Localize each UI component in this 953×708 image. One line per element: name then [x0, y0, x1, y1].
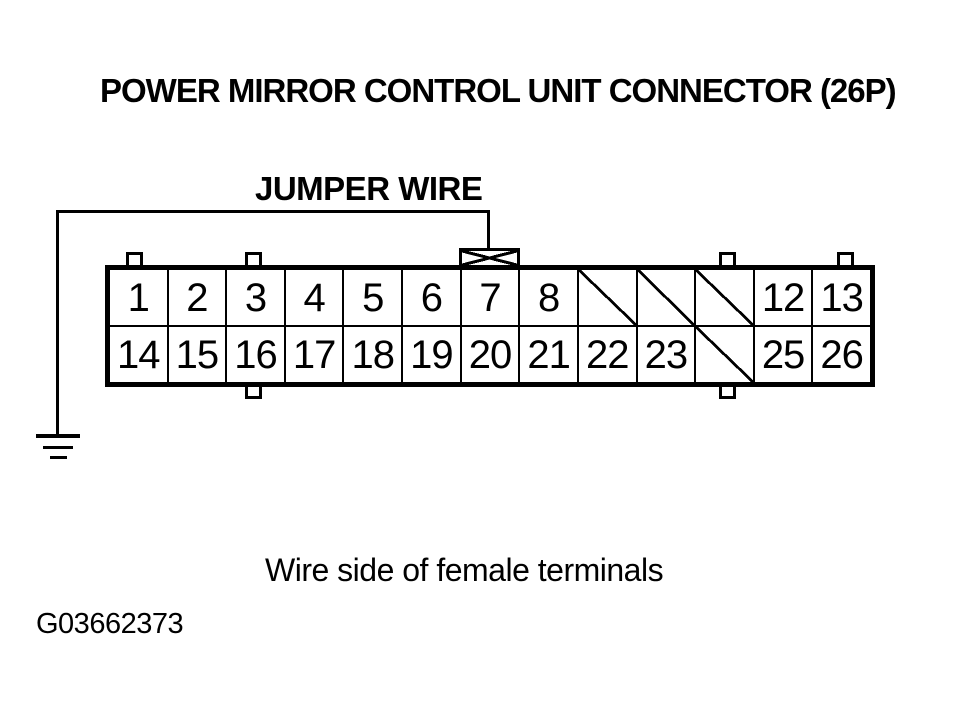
- jumper-wire-label: JUMPER WIRE: [255, 170, 483, 207]
- connector-cell-17: 17: [284, 326, 344, 383]
- connector-cell-3: 3: [226, 269, 285, 326]
- connector-cell-15: 15: [167, 326, 227, 383]
- ground-icon: [36, 434, 80, 438]
- connector-cell-8: 8: [519, 269, 578, 326]
- connector-cell-blocked: [695, 326, 754, 383]
- connector-cell-blocked: [577, 269, 637, 326]
- page-title: POWER MIRROR CONTROL UNIT CONNECTOR (26P…: [100, 72, 897, 109]
- connector-tab-bottom-24: [719, 385, 736, 399]
- connector-cell-5: 5: [343, 269, 403, 326]
- connector-cell-blocked: [695, 269, 754, 326]
- connector-tab-bottom-16: [245, 385, 262, 399]
- connector-tab-top-11: [719, 252, 736, 266]
- connector-cell-4: 4: [284, 269, 344, 326]
- connector-cell-1: 1: [109, 269, 168, 326]
- connector-cell-13: 13: [812, 269, 871, 326]
- connector-tab-top-13: [837, 252, 854, 266]
- ground-icon-bar-2: [43, 446, 73, 449]
- connector-cell-2: 2: [167, 269, 227, 326]
- connector-cell-23: 23: [636, 326, 696, 383]
- connector-cell-14: 14: [109, 326, 168, 383]
- connector-tab-top-1: [126, 252, 143, 266]
- jumper-wire-down-vertical-segment: [487, 212, 490, 250]
- connector-cell-18: 18: [343, 326, 403, 383]
- connector-cell-25: 25: [753, 326, 813, 383]
- connector-cell-19: 19: [402, 326, 461, 383]
- connector-cell-20: 20: [460, 326, 520, 383]
- connector-cell-26: 26: [812, 326, 871, 383]
- jumper-wire-horizontal-segment: [56, 210, 490, 213]
- jumper-wire-left-vertical-segment: [56, 210, 59, 437]
- connector-cell-6: 6: [402, 269, 461, 326]
- ground-icon-bar-3: [50, 456, 67, 459]
- figure-id: G03662373: [36, 608, 184, 640]
- connector-cell-22: 22: [577, 326, 637, 383]
- connector-cell-12: 12: [753, 269, 813, 326]
- connector-tab-top-3: [245, 252, 262, 266]
- connector-cell-blocked: [636, 269, 696, 326]
- connector-cell-7: 7: [460, 269, 520, 326]
- caption: Wire side of female terminals: [265, 552, 664, 588]
- connector-cell-21: 21: [519, 326, 578, 383]
- connector-cell-16: 16: [226, 326, 285, 383]
